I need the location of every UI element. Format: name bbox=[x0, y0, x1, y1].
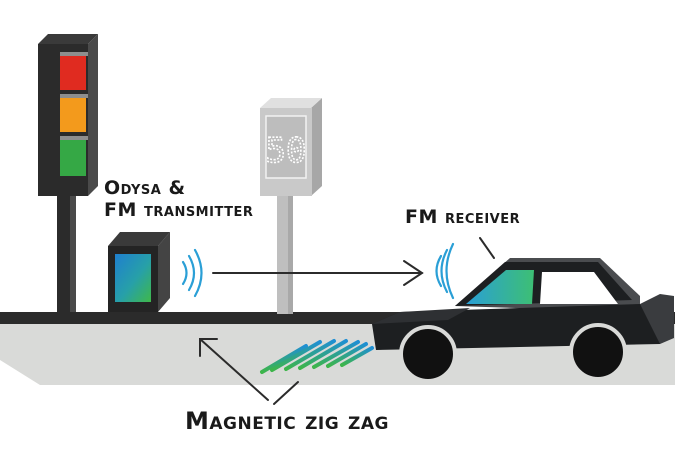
speed-sign-panel-top bbox=[260, 98, 322, 108]
car-windshield bbox=[466, 270, 534, 304]
speed-sign-display bbox=[265, 115, 307, 179]
traffic-light-pole bbox=[57, 190, 71, 312]
traffic-light-red-visor bbox=[60, 52, 88, 56]
speed-sign-pole-shade bbox=[288, 183, 293, 314]
traffic-light-pole-shade bbox=[70, 190, 76, 312]
car-side-window bbox=[540, 272, 618, 304]
traffic-light-housing-top bbox=[38, 34, 98, 44]
car-front-wheel bbox=[399, 325, 457, 383]
speed-sign: 50 bbox=[260, 98, 322, 314]
receiver-pointer-line bbox=[479, 237, 495, 259]
transmitter-box bbox=[108, 232, 170, 312]
transmitter-screen bbox=[115, 254, 151, 302]
car bbox=[372, 258, 674, 383]
transmitter-label: Odysa & FM transmitter bbox=[104, 177, 254, 222]
traffic-light-amber-lamp bbox=[60, 98, 86, 132]
car-rear bbox=[640, 294, 674, 344]
speed-sign-panel-side bbox=[311, 98, 322, 196]
traffic-light bbox=[38, 34, 98, 312]
transmitter-label-line2: FM transmitter bbox=[104, 198, 254, 221]
traffic-light-green-visor bbox=[60, 136, 88, 140]
traffic-light-housing-side bbox=[88, 34, 98, 196]
signal-arrow bbox=[212, 260, 424, 286]
traffic-light-green-lamp bbox=[60, 140, 86, 176]
car-hood bbox=[372, 308, 470, 324]
car-rear-wheel bbox=[569, 323, 627, 381]
zigzag-label: Magnetic zig zag bbox=[185, 407, 389, 435]
traffic-light-amber-visor bbox=[60, 94, 88, 98]
transmitter-box-top bbox=[108, 232, 170, 246]
speed-sign-pole bbox=[277, 183, 289, 314]
transmitter-signal-icon bbox=[181, 248, 203, 298]
receiver-label: FM receiver bbox=[405, 206, 521, 228]
receiver-signal-icon bbox=[435, 242, 455, 300]
speed-sign-value: 50 bbox=[266, 131, 307, 171]
zigzag-arrow bbox=[199, 338, 299, 405]
transmitter-box-side bbox=[158, 232, 170, 312]
magnetic-zigzag-marks bbox=[260, 339, 374, 374]
transmitter-label-line1: Odysa & bbox=[104, 177, 186, 199]
traffic-light-red-lamp bbox=[60, 56, 86, 90]
